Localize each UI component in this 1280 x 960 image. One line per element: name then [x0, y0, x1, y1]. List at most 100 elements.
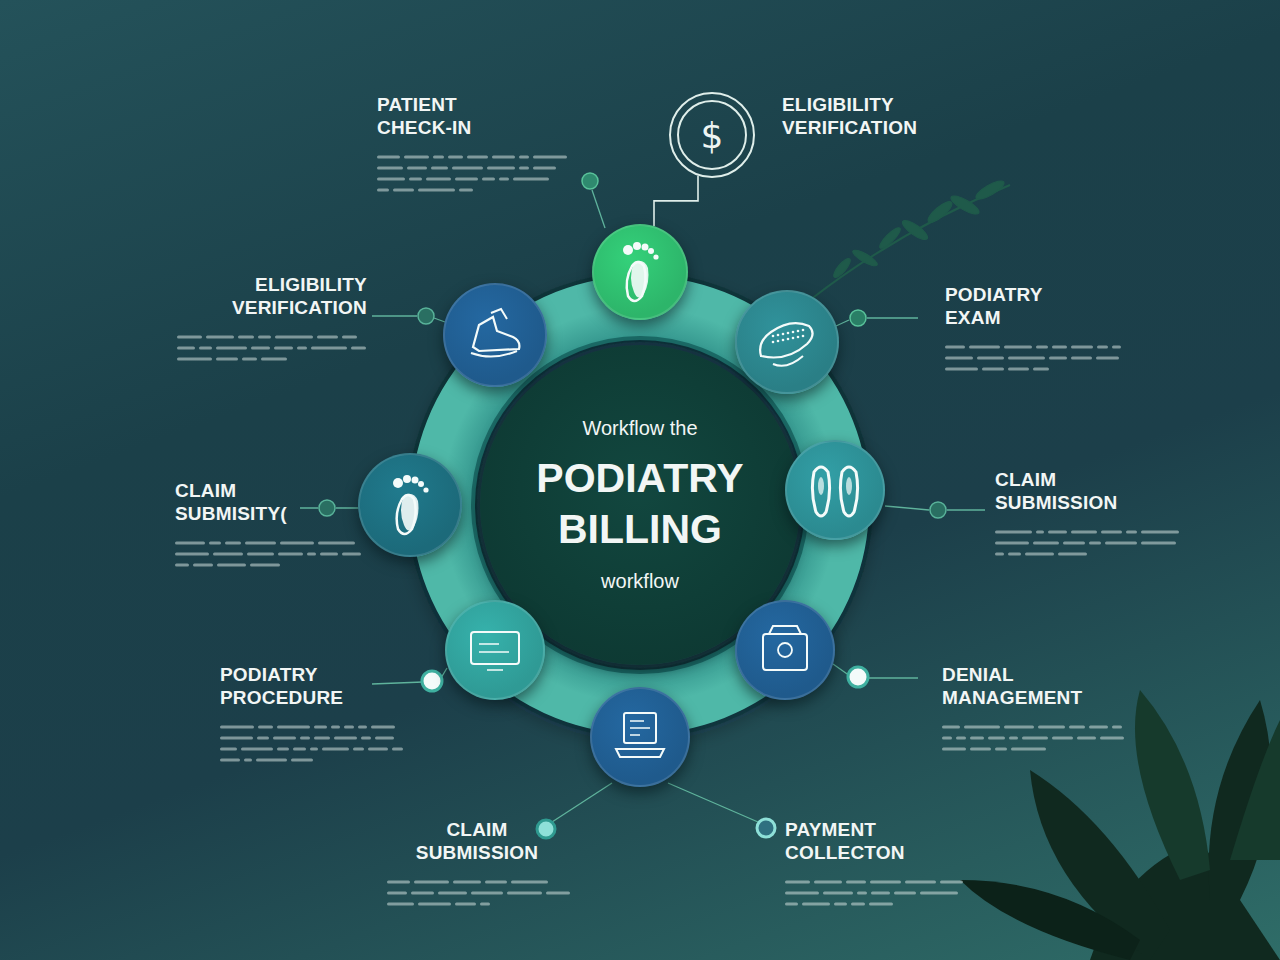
text-texture: [785, 881, 810, 884]
text-texture: [387, 892, 407, 895]
register-icon: [737, 602, 833, 698]
step-circle: ELIGIBILITY VERIFICATION: [443, 283, 547, 387]
text-texture: [1025, 553, 1054, 556]
text-texture: [453, 881, 481, 884]
text-texture: [209, 542, 221, 545]
text-texture: [220, 748, 237, 751]
text-texture: [970, 737, 984, 740]
text-texture: [499, 178, 509, 181]
text-texture: [1052, 737, 1073, 740]
text-texture: [511, 881, 548, 884]
text-texture: [217, 564, 246, 567]
step-heading: ELIGIBILITY VERIFICATION: [782, 94, 932, 140]
text-texture: [377, 156, 400, 159]
text-texture: [455, 178, 478, 181]
text-texture: [418, 903, 451, 906]
text-texture: [387, 881, 410, 884]
text-texture: [250, 564, 280, 567]
step-heading: DENIAL MANAGEMENT: [942, 664, 1102, 710]
text-texture: [533, 156, 567, 159]
text-texture: [871, 892, 890, 895]
text-texture: [310, 748, 318, 751]
text-texture: [814, 881, 842, 884]
text-texture: [438, 892, 467, 895]
text-texture: [277, 748, 289, 751]
text-texture: [307, 553, 316, 556]
text-texture: [199, 347, 212, 350]
text-texture: [969, 346, 1000, 349]
step-heading: CLAIM SUBMISSION: [392, 819, 562, 865]
text-texture: [275, 336, 313, 339]
text-texture: [1036, 531, 1044, 534]
text-texture: [344, 726, 354, 729]
text-texture: [407, 167, 427, 170]
title-line: workflow: [601, 569, 679, 594]
text-texture: [546, 892, 570, 895]
text-texture: [995, 553, 1004, 556]
text-texture: [1049, 357, 1067, 360]
text-texture: [274, 347, 293, 350]
text-texture: [251, 347, 270, 350]
text-texture: [193, 564, 213, 567]
text-texture: [448, 156, 463, 159]
text-texture: [418, 189, 455, 192]
text-texture: [851, 903, 865, 906]
text-texture: [945, 368, 978, 371]
foot-icon: [594, 226, 686, 318]
text-texture: [175, 542, 205, 545]
text-texture: [970, 748, 991, 751]
text-texture: [942, 737, 952, 740]
diagram-title: PODIATRY BILLING: [515, 453, 765, 556]
step-circle: PATIENT CHECK-IN: [592, 224, 688, 320]
text-texture: [459, 189, 473, 192]
text-texture: [471, 892, 503, 895]
text-texture: [846, 881, 866, 884]
step-circle: $ELIGIBILITY VERIFICATION: [669, 92, 755, 178]
text-texture: [823, 892, 853, 895]
text-texture: [513, 178, 549, 181]
text-texture: [940, 881, 963, 884]
text-texture: [216, 347, 247, 350]
text-texture: [945, 346, 965, 349]
text-texture: [1126, 531, 1137, 534]
text-texture: [1009, 737, 1018, 740]
text-texture: [1100, 737, 1124, 740]
body-text-texture: [175, 156, 1179, 906]
text-texture: [492, 156, 515, 159]
text-texture: [977, 357, 1004, 360]
text-texture: [220, 759, 240, 762]
text-texture: [318, 542, 355, 545]
connector-line: [654, 176, 698, 226]
text-texture: [964, 726, 1000, 729]
text-texture: [411, 892, 434, 895]
text-texture: [414, 881, 449, 884]
text-texture: [314, 737, 330, 740]
step-heading: PAYMENT COLLECTON: [785, 819, 920, 865]
text-texture: [1038, 726, 1065, 729]
text-texture: [1141, 542, 1176, 545]
text-texture: [242, 358, 257, 361]
text-texture: [409, 178, 422, 181]
text-texture: [220, 737, 253, 740]
text-texture: [519, 156, 529, 159]
text-texture: [247, 553, 274, 556]
text-texture: [1105, 542, 1137, 545]
text-texture: [213, 553, 243, 556]
text-texture: [225, 542, 241, 545]
text-texture: [485, 881, 507, 884]
text-texture: [177, 358, 212, 361]
step-heading: CLAIM SUBMISSION: [995, 469, 1135, 515]
text-texture: [1101, 531, 1122, 534]
text-texture: [995, 542, 1029, 545]
title-line: Workflow the: [582, 416, 697, 441]
text-texture: [241, 748, 273, 751]
text-texture: [452, 167, 483, 170]
text-texture: [277, 726, 310, 729]
text-texture: [1071, 531, 1097, 534]
text-texture: [351, 347, 366, 350]
step-circle: CLAIM SUBMISITY(: [358, 453, 462, 557]
text-texture: [480, 903, 490, 906]
text-texture: [280, 542, 314, 545]
text-texture: [869, 903, 893, 906]
